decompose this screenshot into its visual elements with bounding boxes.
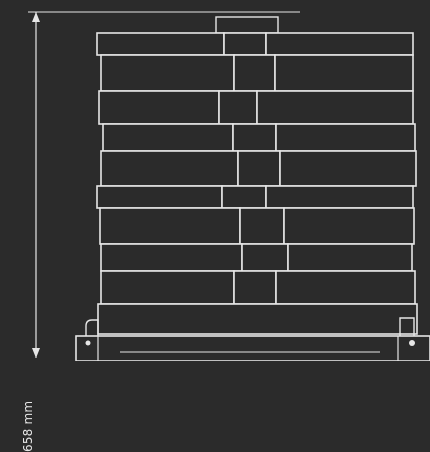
right-anchor-bolt-icon bbox=[409, 340, 415, 346]
stone-block bbox=[241, 243, 289, 272]
stone-block bbox=[223, 32, 267, 56]
stone-block bbox=[97, 303, 418, 335]
stone-block bbox=[100, 150, 239, 187]
stone-block bbox=[102, 123, 234, 152]
stone-block bbox=[233, 270, 277, 305]
stone-block bbox=[237, 150, 281, 187]
stone-block bbox=[100, 270, 235, 305]
stone-block bbox=[221, 185, 267, 209]
stone-block bbox=[239, 207, 285, 245]
dimension-line bbox=[28, 11, 300, 358]
stone-block bbox=[275, 270, 416, 305]
stone-block bbox=[265, 185, 414, 209]
base-plinth bbox=[75, 317, 430, 362]
stone-block bbox=[274, 54, 414, 92]
stone-block bbox=[279, 150, 417, 187]
stone-block bbox=[98, 90, 220, 125]
stone-block bbox=[233, 54, 276, 92]
stone-block bbox=[287, 243, 413, 272]
stone-block bbox=[265, 32, 414, 56]
stone-block bbox=[218, 90, 258, 125]
block-stack bbox=[96, 16, 418, 335]
stone-block bbox=[256, 90, 414, 125]
stone-block bbox=[100, 243, 243, 272]
left-anchor-bolt-icon bbox=[85, 340, 91, 346]
stone-block bbox=[232, 123, 277, 152]
arrow-up-icon bbox=[32, 12, 40, 22]
stone-block bbox=[275, 123, 416, 152]
top-cap-block bbox=[215, 16, 279, 34]
left-corner-bracket bbox=[85, 319, 99, 336]
stone-block bbox=[96, 185, 223, 209]
base-slab bbox=[75, 335, 430, 362]
block-stack-drawing bbox=[28, 11, 430, 362]
stone-block bbox=[96, 32, 225, 56]
right-corner-bracket bbox=[399, 317, 415, 336]
stone-block bbox=[99, 207, 241, 245]
height-dimension-label: 658 mm bbox=[21, 400, 35, 452]
dimension-label-wrap: 658 mm bbox=[12, 252, 35, 452]
diagram-canvas: 658 mm bbox=[12, 11, 430, 452]
arrow-down-icon bbox=[32, 348, 40, 358]
stone-block bbox=[100, 54, 235, 92]
stone-block bbox=[283, 207, 415, 245]
